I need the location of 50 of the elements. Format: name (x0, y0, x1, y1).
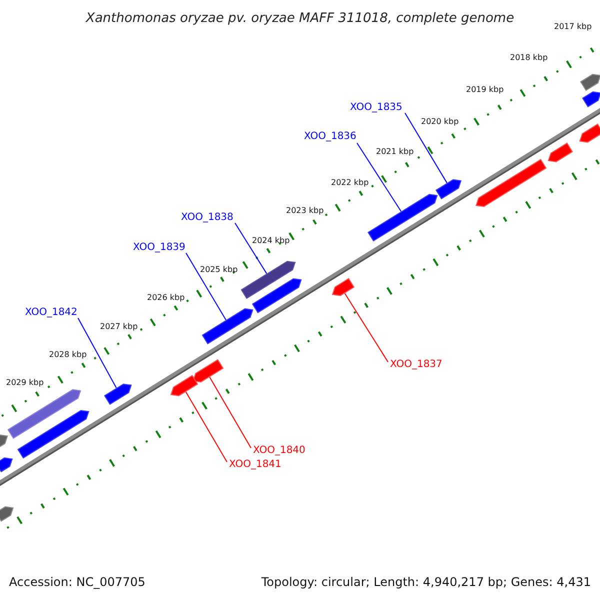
gene-feature (104, 384, 132, 405)
scale-label: 2023 kbp (286, 207, 324, 215)
scale-label: 2024 kbp (252, 237, 290, 245)
gene-feature (0, 506, 14, 522)
gene-label: XOO_1837 (390, 360, 442, 370)
gene-label: XOO_1842 (25, 308, 78, 318)
scale-label: 2017 kbp (554, 23, 592, 31)
gene-feature (202, 308, 254, 344)
scale-label: 2029 kbp (6, 379, 44, 387)
gene-feature (252, 278, 302, 314)
leader-line (404, 112, 448, 184)
scale-label: 2026 kbp (147, 294, 185, 302)
gene-label: XOO_1835 (350, 103, 402, 113)
scale-label: 2019 kbp (466, 86, 504, 94)
scale-label: 2021 kbp (376, 148, 414, 156)
scale-label: 2020 kbp (421, 118, 459, 126)
gene-feature (192, 359, 224, 382)
gene-feature (435, 179, 462, 200)
gene-feature (580, 74, 600, 91)
leader-line (234, 222, 268, 274)
leader-line (344, 292, 388, 362)
gene-feature (170, 374, 198, 396)
gene-feature (548, 142, 573, 162)
gene-label: XOO_1840 (253, 446, 306, 456)
leader-line (185, 391, 228, 462)
gene-feature (7, 389, 82, 439)
gene-label: XOO_1836 (304, 132, 356, 142)
gene-label: XOO_1841 (229, 460, 282, 470)
gene-feature (0, 457, 13, 472)
gene-feature (368, 194, 438, 242)
gene-feature (476, 158, 547, 208)
leader-line (356, 142, 402, 212)
gene-label: XOO_1839 (133, 243, 186, 253)
scale-label: 2025 kbp (200, 266, 238, 274)
gene-feature (582, 91, 600, 108)
gene-feature (579, 124, 600, 143)
leader-line (209, 376, 252, 448)
scale-label: 2027 kbp (100, 323, 138, 331)
gene-feature (17, 410, 90, 459)
scale-label: 2022 kbp (331, 179, 369, 187)
leader-line (186, 252, 226, 320)
scale-label: 2028 kbp (49, 351, 87, 359)
leader-line (78, 318, 117, 388)
scale-label: 2018 kbp (510, 54, 548, 62)
gene-label: XOO_1838 (181, 213, 234, 223)
title: Xanthomonas oryzae pv. oryzae MAFF 311018, complete genome (84, 12, 516, 25)
genome-info-text: Topology: circular; Length: 4,940,217 bp; Genes: 4,431 (261, 576, 591, 588)
gene-feature (240, 260, 296, 299)
gene-feature (332, 278, 355, 296)
accession-text: Accession: NC_007705 (9, 576, 146, 588)
